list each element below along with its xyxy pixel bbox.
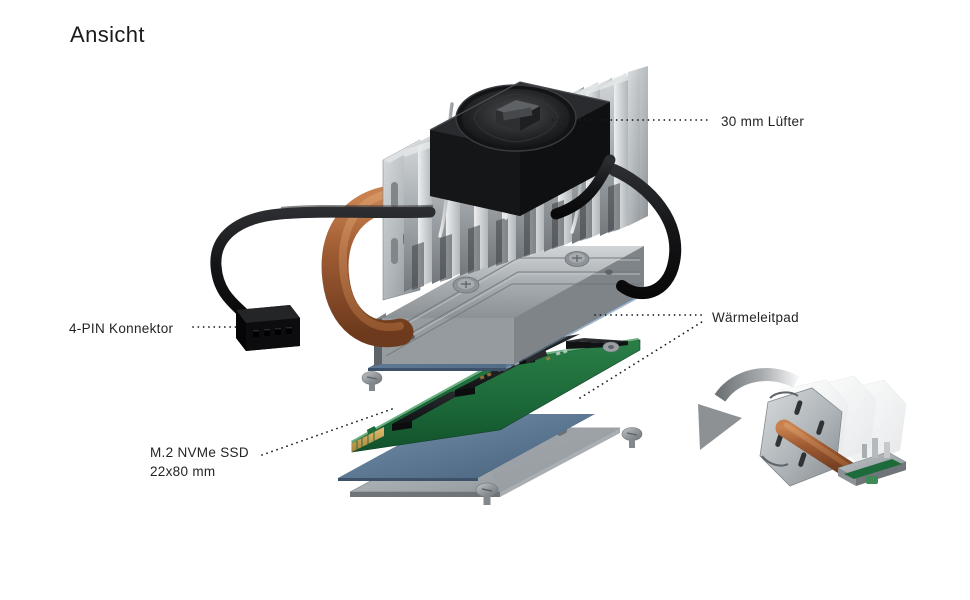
- rotation-arrow-icon: [698, 368, 800, 450]
- lower-thermal-pad: [338, 414, 595, 478]
- base-screw-left: [452, 276, 480, 294]
- leader-ssd: [261, 407, 396, 456]
- aluminum-base-bar: [374, 246, 644, 366]
- callout-label-thermal-pad: Wärmeleitpad: [712, 310, 799, 325]
- rotation-inset: [698, 368, 907, 487]
- callout-label-fan: 30 mm Lüfter: [721, 114, 805, 129]
- page-title: Ansicht: [70, 22, 145, 47]
- callout-label-ssd: M.2 NVMe SSD 22x80 mm: [150, 445, 249, 480]
- four-pin-fan-cable: [210, 154, 682, 351]
- mounting-screws: [361, 371, 643, 505]
- callout-label-connector: 4-PIN Konnektor: [69, 321, 174, 336]
- inset-ssd: [837, 438, 907, 486]
- leader-lines: [192, 119, 713, 456]
- fan-hub: [496, 100, 540, 131]
- leader-pad-lower: [579, 319, 706, 399]
- base-screw-right: [564, 251, 590, 267]
- backplate-assembly: [338, 414, 621, 497]
- four-pin-connector: [236, 305, 300, 351]
- fan-assembly: [429, 81, 611, 216]
